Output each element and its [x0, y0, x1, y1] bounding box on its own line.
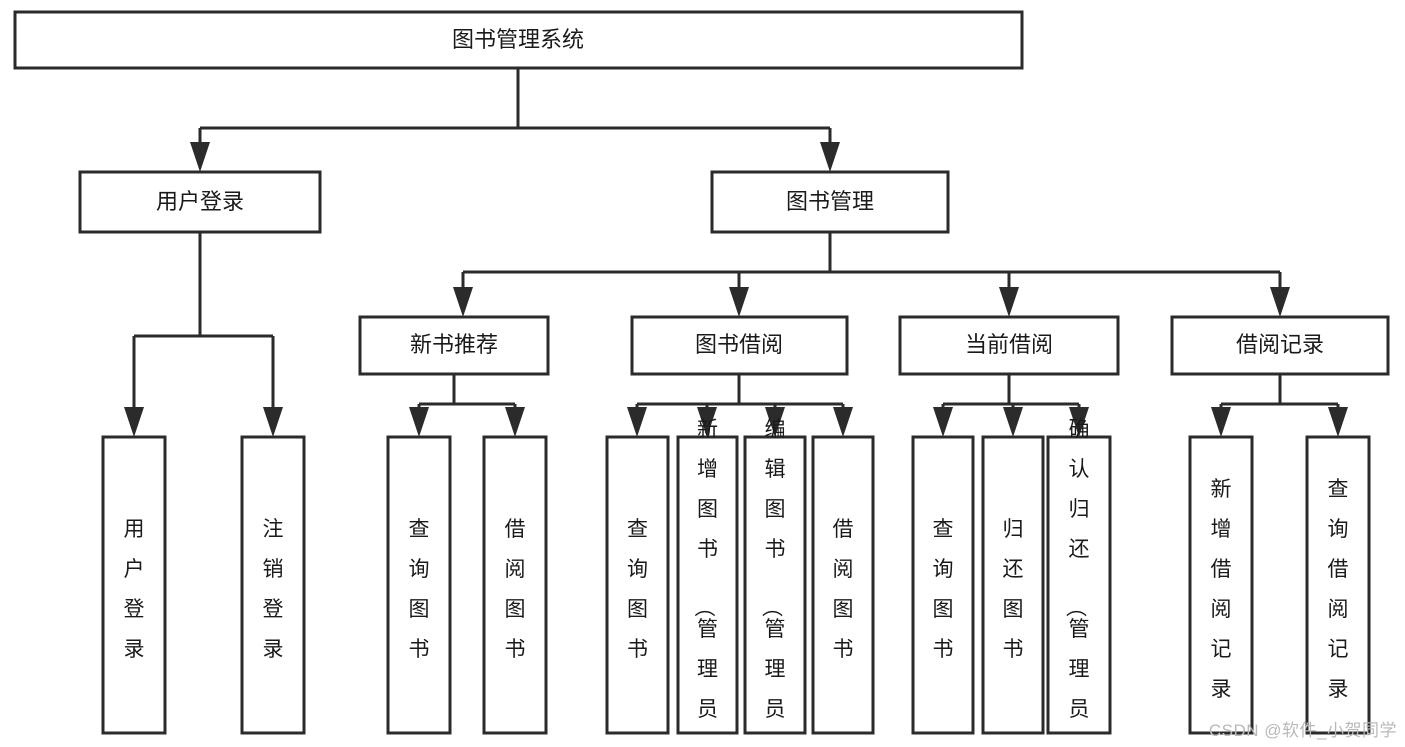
node-book-borrow-label: 图书借阅: [695, 332, 783, 357]
leaf-add-borrow-rec-label: 新增借阅记录: [1211, 478, 1232, 701]
node-borrow-record-box[interactable]: [1170, 315, 1390, 376]
leaf-logout-login[interactable]: 注销登录: [240, 435, 306, 735]
arrow-bm-to-borrowrecord: [1270, 287, 1290, 317]
node-book-manage-box[interactable]: [710, 170, 950, 234]
leaf-query-book-rec-box[interactable]: [386, 435, 452, 735]
arrow-bb-to-leaf4: [833, 407, 853, 437]
node-user-login-label: 用户登录: [156, 189, 244, 214]
leaf-query-book-bor-label: 查询图书: [627, 518, 648, 661]
arrow-cb-to-leaf1: [933, 407, 953, 437]
leaf-node-layer: 用户登录 注销登录 查询图书 借阅图书 查询图书 新增图书（管理员） 编辑图书（管理员） 借阅…: [101, 418, 1371, 747]
node-user-login[interactable]: 用户登录: [78, 170, 322, 234]
node-borrow-record[interactable]: 借阅记录: [1170, 315, 1390, 376]
leaf-user-login-label: 用户登录: [124, 518, 145, 661]
arrow-ul-to-leaf2: [263, 407, 283, 437]
leaf-borrow-book-rec-label: 借阅图书: [505, 518, 526, 661]
arrow-cb-to-leaf3: [1069, 407, 1089, 437]
leaf-query-book-cur-box[interactable]: [911, 435, 975, 735]
leaf-add-book-admin-box[interactable]: [676, 435, 739, 735]
node-book-manage-label: 图书管理: [786, 189, 874, 214]
node-root-box[interactable]: [13, 10, 1024, 70]
node-book-manage[interactable]: 图书管理: [710, 170, 950, 234]
node-current-borrow[interactable]: 当前借阅: [898, 315, 1120, 376]
node-current-borrow-box[interactable]: [898, 315, 1120, 376]
leaf-edit-book-admin-label: 编辑图书（管理员）: [760, 418, 786, 747]
leaf-user-login[interactable]: 用户登录: [101, 435, 167, 735]
leaf-return-book-box[interactable]: [981, 435, 1045, 735]
arrow-bb-to-leaf2: [697, 407, 717, 437]
leaf-query-book-rec[interactable]: 查询图书: [386, 435, 452, 735]
leaf-query-book-bor[interactable]: 查询图书: [605, 435, 670, 735]
leaf-add-book-admin-label: 新增图书（管理员）: [692, 418, 718, 747]
leaf-return-book-label: 归还图书: [1003, 518, 1024, 661]
leaf-return-book[interactable]: 归还图书: [981, 435, 1045, 735]
node-user-login-box[interactable]: [78, 170, 322, 234]
leaf-edit-book-admin[interactable]: 编辑图书（管理员）: [743, 418, 807, 747]
leaf-add-borrow-rec-box[interactable]: [1188, 435, 1254, 735]
node-new-book-recommend-box[interactable]: [358, 315, 550, 376]
leaf-edit-book-admin-box[interactable]: [743, 435, 807, 735]
connector-group-root: [190, 68, 840, 172]
leaf-query-book-bor-box[interactable]: [605, 435, 670, 735]
leaf-borrow-book-bor-box[interactable]: [811, 435, 875, 735]
connector-group-book-manage: [453, 232, 1290, 317]
arrow-bm-to-bookborrow: [729, 287, 749, 317]
arrow-bb-to-leaf3: [765, 407, 785, 437]
leaf-query-book-cur-label: 查询图书: [933, 518, 954, 661]
node-root-label: 图书管理系统: [452, 27, 584, 52]
arrow-root-to-book-manage: [820, 142, 840, 172]
arrow-nbr-to-leaf2: [505, 407, 525, 437]
leaf-confirm-return-box[interactable]: [1046, 435, 1112, 735]
leaf-user-login-box[interactable]: [101, 435, 167, 735]
node-root[interactable]: 图书管理系统: [13, 10, 1024, 70]
arrow-ul-to-leaf1: [124, 407, 144, 437]
node-current-borrow-label: 当前借阅: [965, 332, 1053, 357]
node-new-book-recommend[interactable]: 新书推荐: [358, 315, 550, 376]
node-book-borrow[interactable]: 图书借阅: [630, 315, 849, 376]
arrow-br-to-leaf1: [1211, 407, 1231, 437]
arrow-bm-to-newbook: [453, 287, 473, 317]
leaf-query-book-cur[interactable]: 查询图书: [911, 435, 975, 735]
leaf-add-book-admin[interactable]: 新增图书（管理员）: [676, 418, 739, 747]
node-new-book-recommend-label: 新书推荐: [410, 332, 498, 357]
leaf-borrow-book-rec-box[interactable]: [482, 435, 548, 735]
leaf-borrow-book-bor-label: 借阅图书: [833, 518, 854, 661]
leaf-query-book-rec-label: 查询图书: [409, 518, 430, 661]
leaf-add-borrow-rec[interactable]: 新增借阅记录: [1188, 435, 1254, 735]
arrow-nbr-to-leaf1: [409, 407, 429, 437]
leaf-logout-login-box[interactable]: [240, 435, 306, 735]
arrow-cb-to-leaf2: [1003, 407, 1023, 437]
leaf-borrow-book-rec[interactable]: 借阅图书: [482, 435, 548, 735]
connector-group-borrow-record: [1211, 374, 1348, 437]
leaf-confirm-return[interactable]: 确认归还（管理员）: [1046, 418, 1112, 747]
connector-group-current-borrow: [933, 374, 1089, 437]
arrow-br-to-leaf2: [1328, 407, 1348, 437]
connector-group-book-borrow: [627, 374, 853, 437]
leaf-logout-login-label: 注销登录: [263, 518, 284, 661]
arrow-root-to-user-login: [190, 142, 210, 172]
leaf-query-borrow-rec-label: 查询借阅记录: [1328, 478, 1349, 701]
leaf-query-borrow-rec[interactable]: 查询借阅记录: [1305, 435, 1371, 735]
leaf-confirm-return-label: 确认归还（管理员）: [1064, 418, 1090, 747]
connector-group-new-book-rec: [409, 374, 525, 437]
leaf-borrow-book-bor[interactable]: 借阅图书: [811, 435, 875, 735]
node-book-borrow-box[interactable]: [630, 315, 849, 376]
arrow-bm-to-currentborrow: [999, 287, 1019, 317]
leaf-query-borrow-rec-box[interactable]: [1305, 435, 1371, 735]
connector-group-user-login: [124, 232, 283, 437]
node-borrow-record-label: 借阅记录: [1236, 332, 1324, 357]
arrow-bb-to-leaf1: [627, 407, 647, 437]
